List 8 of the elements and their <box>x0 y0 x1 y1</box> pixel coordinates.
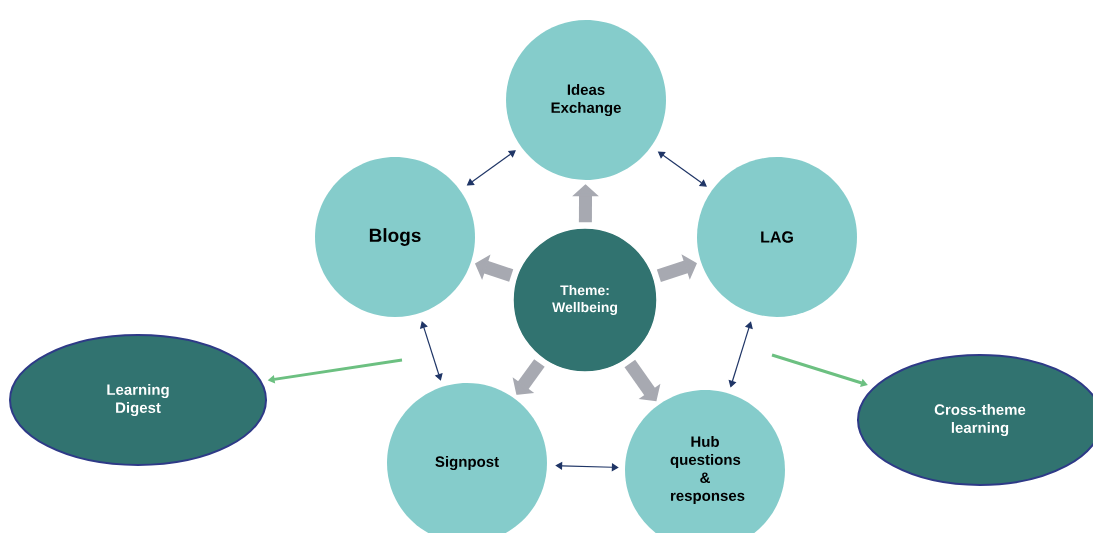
block-arrow <box>624 359 661 402</box>
circle-node: Ideas Exchange <box>506 20 666 180</box>
circle-node: Blogs <box>315 157 475 317</box>
arrow <box>419 321 443 381</box>
arrow <box>728 321 753 388</box>
circle-node: LAG <box>697 157 857 317</box>
block-arrow <box>656 254 697 282</box>
arrow <box>771 353 868 387</box>
